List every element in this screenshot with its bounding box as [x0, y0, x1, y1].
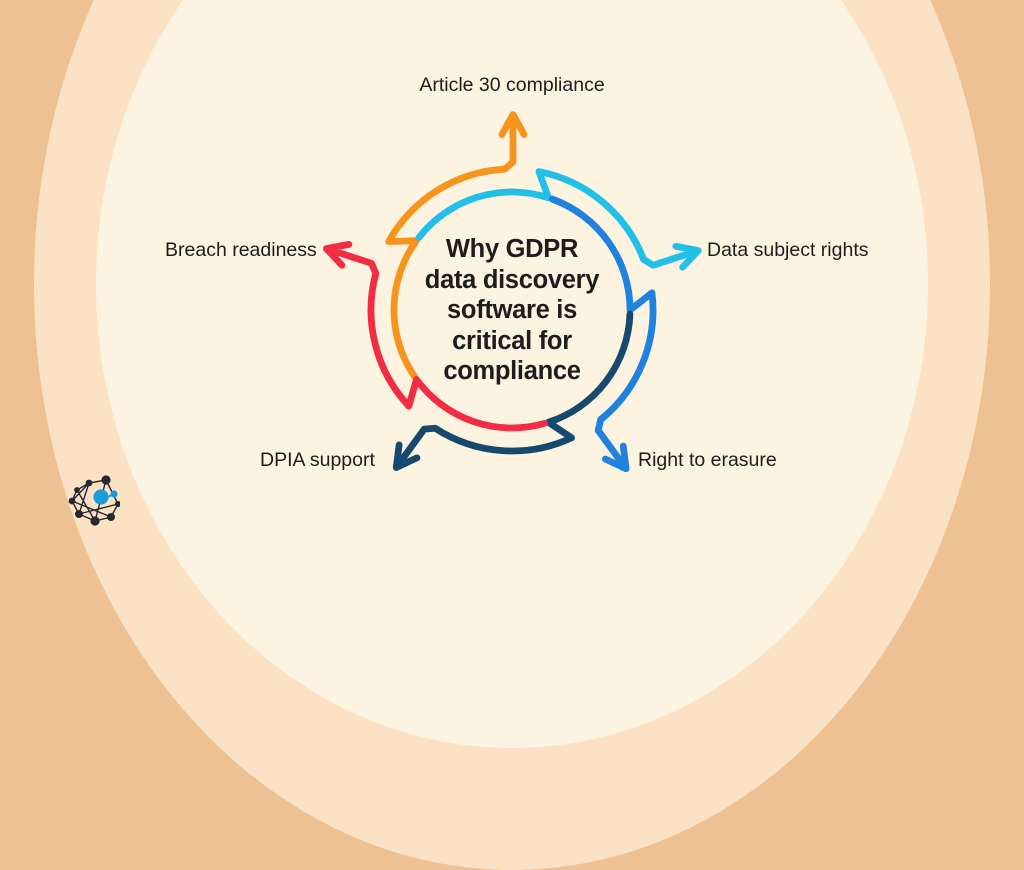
diagram-title: Why GDPR data discovery software is crit… — [424, 235, 600, 385]
segment-article-30-compliance — [385, 111, 528, 380]
logo-dark-nodes — [68, 475, 120, 526]
arrow-up-left — [322, 240, 548, 432]
label-data-subject-rights: Data subject rights — [707, 239, 869, 261]
network-nodes-logo — [68, 475, 120, 526]
segment-right-to-erasure — [548, 195, 657, 473]
logo-blue-hub — [93, 489, 118, 505]
gdpr-cycle-diagram — [322, 111, 702, 473]
label-dpia-support: DPIA support — [260, 449, 375, 471]
arrow-up — [385, 111, 528, 380]
label-article-30-compliance: Article 30 compliance — [419, 74, 605, 96]
segment-breach-readiness — [322, 240, 548, 432]
arrow-down-left — [392, 310, 634, 471]
label-right-to-erasure: Right to erasure — [638, 449, 777, 471]
label-breach-readiness: Breach readiness — [165, 239, 317, 261]
arrow-down-right — [548, 195, 657, 473]
segment-data-subject-rights — [415, 168, 702, 271]
segment-dpia-support — [392, 310, 634, 471]
arrow-right — [415, 168, 702, 271]
